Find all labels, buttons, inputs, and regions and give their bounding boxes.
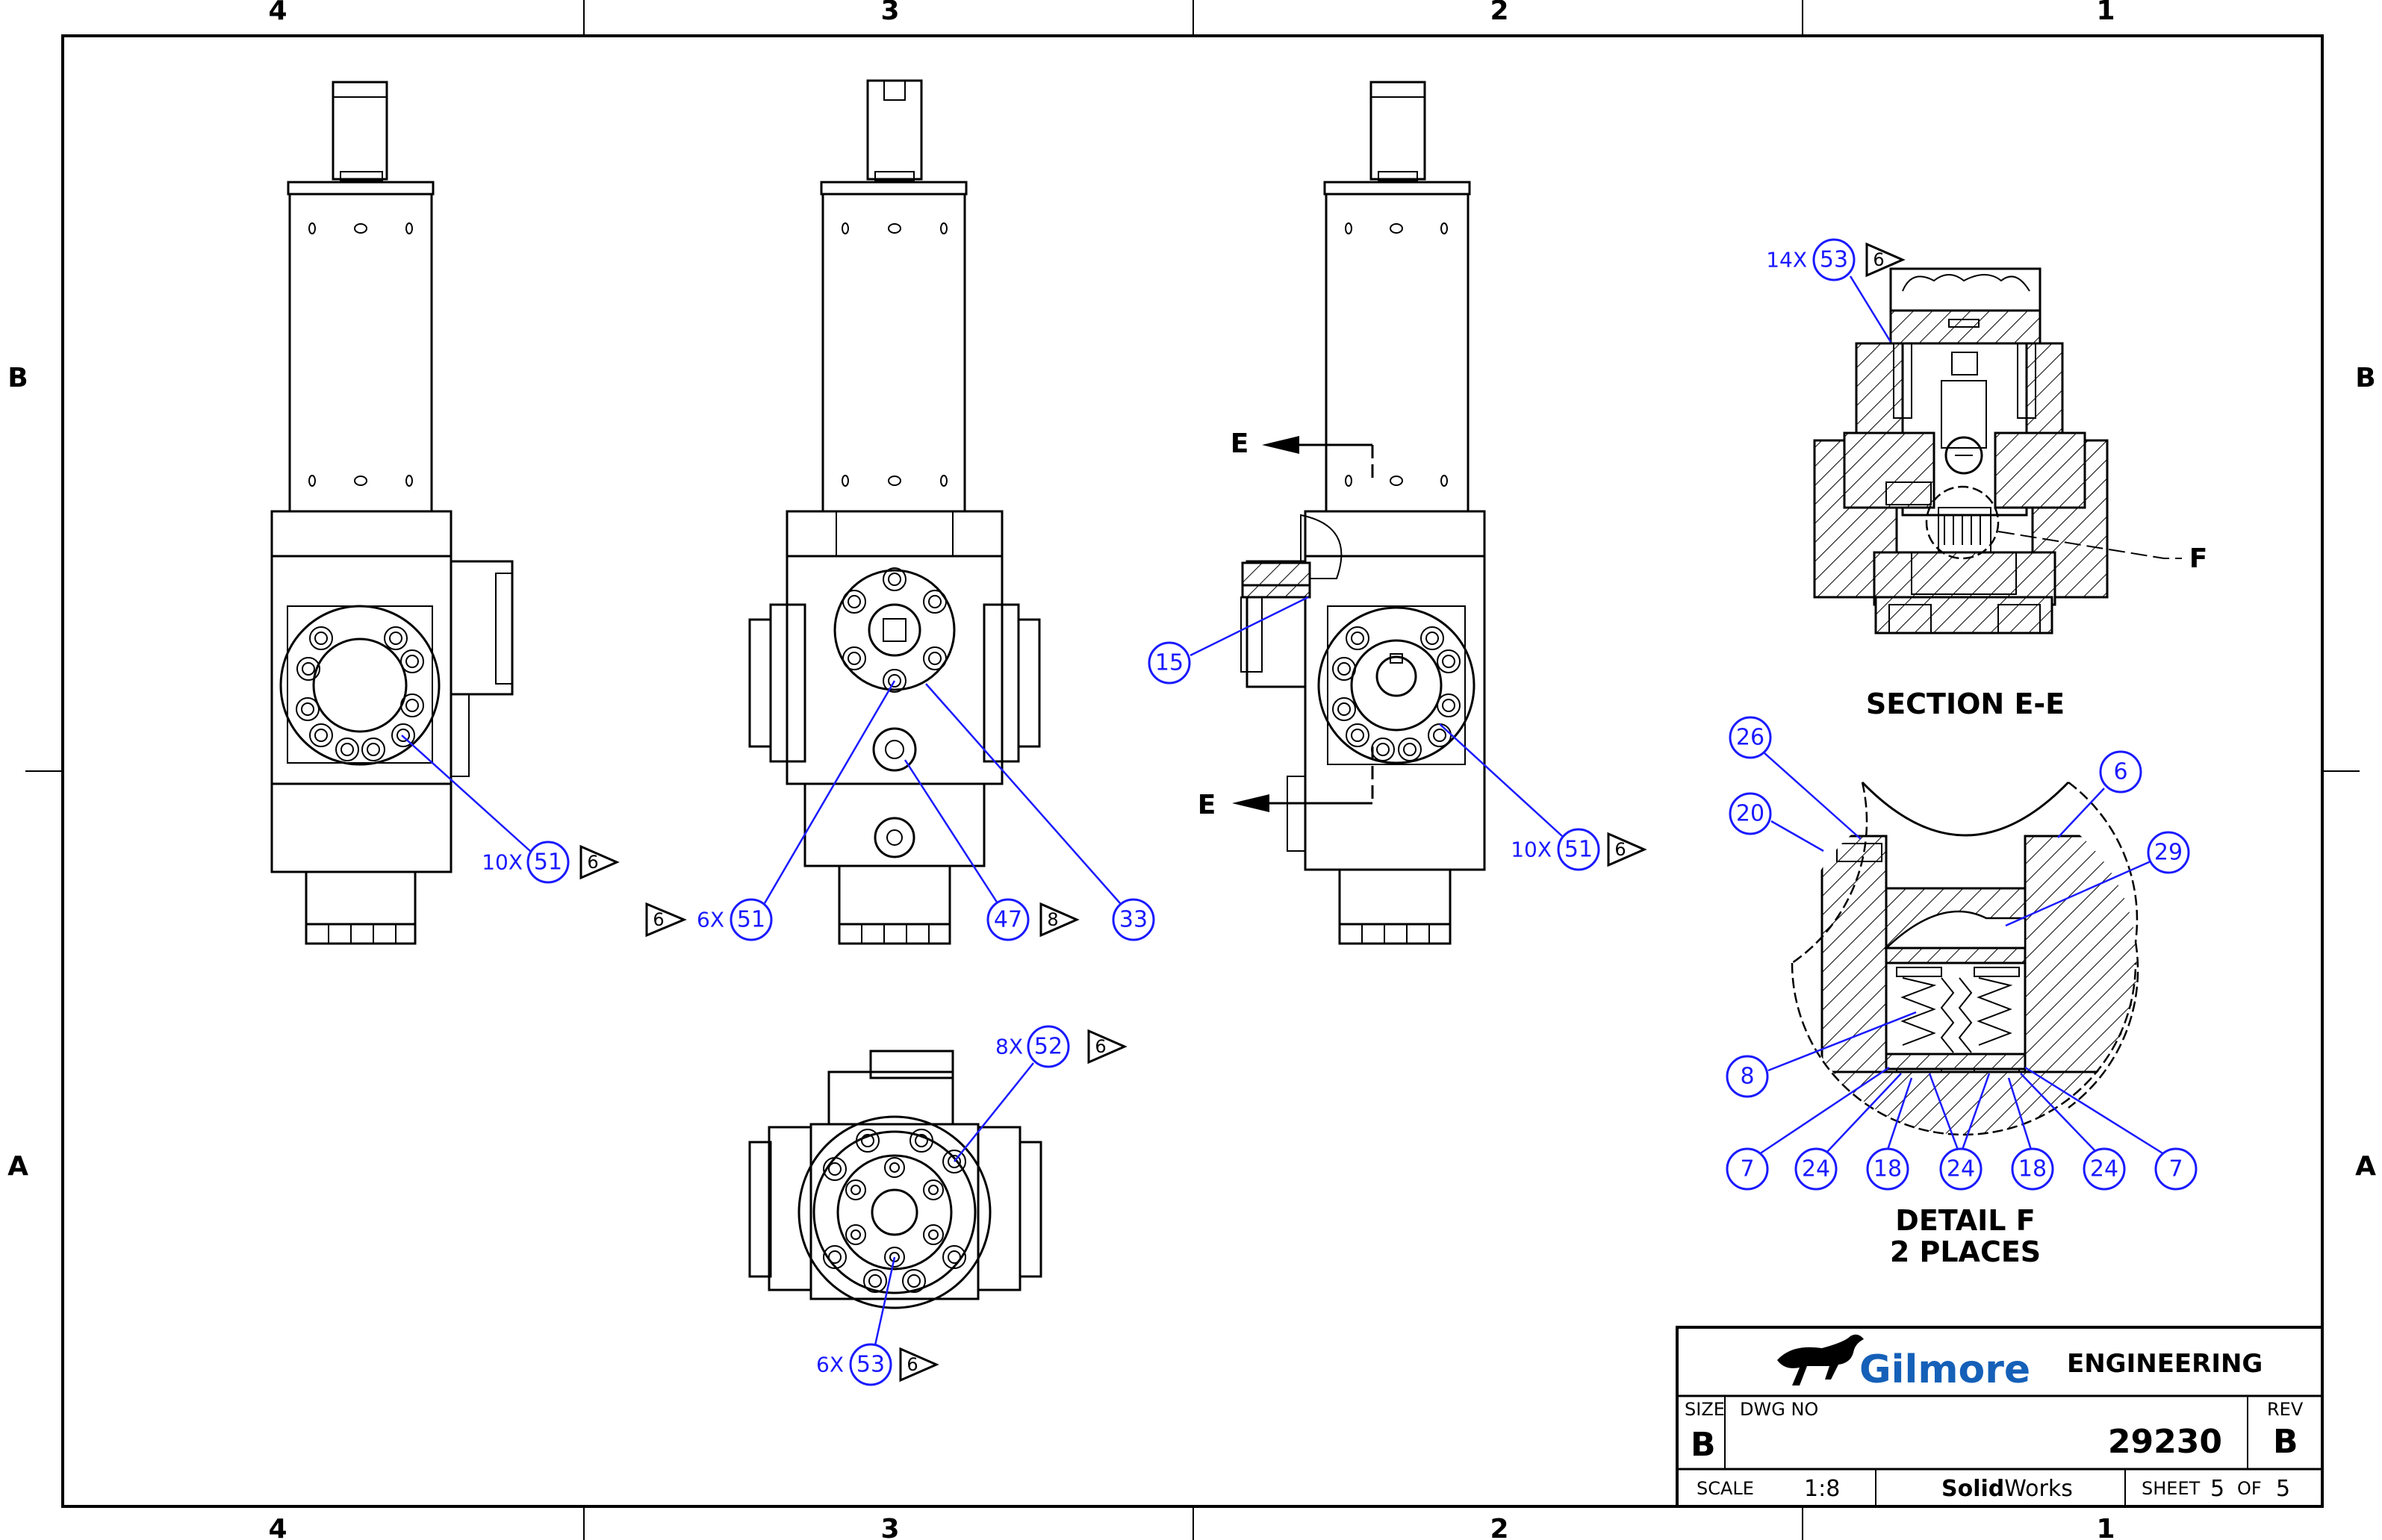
balloon-group-view2-33: 33 [925,683,1155,941]
balloon-6: 6 [2113,759,2127,785]
view-right-elevation [1240,81,1486,945]
dwg-no: 29230 [2108,1423,2222,1461]
zone-bottom-4: 4 [268,1514,287,1540]
software-regular: Works [2004,1476,2073,1502]
balloon-8: 8 [1740,1064,1754,1090]
balloon-53: 53 [856,1352,885,1378]
detail-f-subtitle: 2 PLACES [1890,1235,2041,1268]
software-bold: Solid [1941,1476,2004,1502]
size-value: B [1691,1426,1716,1464]
note-flag: 6 [653,909,664,930]
balloon-group-view3-15: 15 [1148,596,1309,685]
section-e-e: F SECTION E-E [1813,267,2208,720]
zone-top-4: 4 [268,0,287,26]
balloon-qty: 10X [1511,838,1552,862]
zone-right-b: B [2355,363,2375,393]
section-marker-e-bottom: E [1198,790,1216,820]
balloon-group-section-53: 53 14X 6 [1766,238,1906,343]
zone-top-1: 1 [2096,0,2115,26]
balloon-7: 7 [2168,1156,2183,1182]
balloon-group-detail-f: 26 6 20 29 8 7 24 18 24 18 24 7 [1726,716,2198,1191]
detail-f-title: DETAIL F [1895,1204,2035,1237]
note-flag: 6 [1095,1036,1106,1057]
balloon-20: 20 [1736,801,1764,827]
note-flag: 6 [907,1354,918,1375]
zone-top-3: 3 [880,0,899,26]
sheet-value: 5 [2210,1476,2224,1502]
balloon-group-bottom-52: 52 8X 6 [954,1025,1128,1162]
sheet-label: SHEET [2142,1478,2201,1499]
balloon-group-view1: 51 10X 6 [401,735,620,884]
balloon-24: 24 [1947,1156,1975,1182]
rev-label: REV [2267,1399,2304,1420]
note-flag: 6 [1873,249,1884,270]
balloon-51: 51 [1564,837,1593,863]
sheet-total: 5 [2276,1476,2290,1502]
zone-right-a: A [2355,1151,2376,1182]
note-flag: 6 [587,852,598,873]
view-left-elevation [270,81,514,945]
size-label: SIZE [1685,1399,1725,1420]
balloon-qty: 14X [1766,248,1807,272]
balloon-15: 15 [1155,650,1184,676]
title-block: Gilmore ENGINEERING SIZE B DWG NO 29230 … [1676,1326,2324,1508]
view-front-elevation [748,79,1041,945]
balloon-52: 52 [1034,1034,1063,1060]
note-flag: 8 [1047,909,1058,930]
dwg-no-label: DWG NO [1740,1399,1818,1420]
software-name: SolidWorks [1941,1476,2073,1502]
balloon-29: 29 [2154,840,2183,866]
balloon-24: 24 [2090,1156,2118,1182]
scale-value: 1:8 [1804,1476,1840,1502]
balloon-18: 18 [2018,1156,2047,1182]
balloon-group-view2-51: 51 6X 6 [645,680,896,941]
horse-logo-icon [1777,1334,1864,1385]
zone-bottom-2: 2 [1490,1514,1508,1540]
balloon-qty: 10X [482,850,523,875]
detail-marker-f: F [2189,543,2208,574]
section-marker-e-top: E [1231,428,1249,459]
balloon-51: 51 [737,907,765,933]
balloon-47: 47 [994,907,1022,933]
balloon-group-bottom-53: 53 6X 6 [816,1256,939,1386]
balloon-33: 33 [1119,907,1148,933]
zone-labels: 4 3 2 1 4 3 2 1 B A B A [7,0,2376,1540]
balloon-26: 26 [1736,725,1764,751]
section-e-e-title: SECTION E-E [1866,688,2065,720]
note-flag: 6 [1614,839,1626,860]
balloon-18: 18 [1873,1156,1902,1182]
balloon-group-view3-51: 51 10X 6 [1439,723,1647,871]
balloon-24: 24 [1802,1156,1830,1182]
view-bottom [748,1050,1042,1309]
balloon-qty: 6X [816,1353,844,1377]
balloon-7: 7 [1740,1156,1754,1182]
zone-bottom-1: 1 [2096,1514,2115,1540]
company-name: Gilmore [1859,1347,2030,1392]
balloon-51: 51 [534,850,562,876]
drawing-border [25,0,2360,1540]
balloon-53: 53 [1820,247,1848,273]
zone-left-b: B [7,363,28,393]
balloon-qty: 8X [995,1035,1023,1059]
detail-f: DETAIL F 2 PLACES [1791,781,2139,1268]
department: ENGINEERING [2067,1349,2263,1379]
section-line-e: E E [1198,428,1374,820]
balloon-qty: 6X [697,908,724,932]
balloon-group-view2-47: 47 8 [904,759,1080,941]
rev-value: B [2273,1423,2298,1461]
zone-top-2: 2 [1490,0,1508,26]
zone-left-a: A [7,1151,28,1182]
of-label: OF [2237,1478,2262,1499]
zone-bottom-3: 3 [880,1514,899,1540]
scale-label: SCALE [1697,1478,1754,1499]
